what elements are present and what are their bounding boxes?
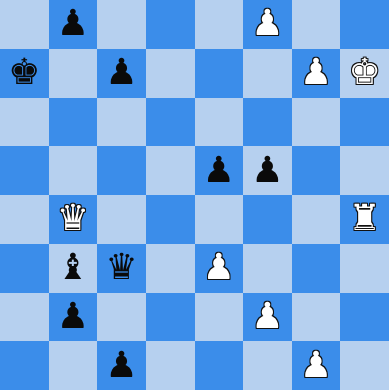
square-a7[interactable]: ♚ [0, 49, 49, 98]
square-g3[interactable] [292, 244, 341, 293]
square-c4[interactable] [97, 195, 146, 244]
square-c7[interactable]: ♟ [97, 49, 146, 98]
black-pawn-icon[interactable]: ♟ [203, 153, 235, 189]
square-b1[interactable] [49, 341, 98, 390]
square-d3[interactable] [146, 244, 195, 293]
white-queen-icon[interactable]: ♛ [57, 201, 89, 237]
square-a6[interactable] [0, 98, 49, 147]
square-d7[interactable] [146, 49, 195, 98]
square-g4[interactable] [292, 195, 341, 244]
square-c5[interactable] [97, 146, 146, 195]
white-pawn-icon[interactable]: ♟ [203, 250, 235, 286]
square-a8[interactable] [0, 0, 49, 49]
square-g6[interactable] [292, 98, 341, 147]
black-pawn-icon[interactable]: ♟ [57, 299, 89, 335]
square-c8[interactable] [97, 0, 146, 49]
square-c6[interactable] [97, 98, 146, 147]
square-e7[interactable] [195, 49, 244, 98]
square-b7[interactable] [49, 49, 98, 98]
square-e2[interactable] [195, 293, 244, 342]
square-f2[interactable]: ♟ [243, 293, 292, 342]
square-f6[interactable] [243, 98, 292, 147]
square-f7[interactable] [243, 49, 292, 98]
square-h1[interactable] [340, 341, 389, 390]
square-b8[interactable]: ♟ [49, 0, 98, 49]
square-a2[interactable] [0, 293, 49, 342]
square-h6[interactable] [340, 98, 389, 147]
square-h5[interactable] [340, 146, 389, 195]
square-b3[interactable]: ♝ [49, 244, 98, 293]
square-a1[interactable] [0, 341, 49, 390]
square-h2[interactable] [340, 293, 389, 342]
square-f8[interactable]: ♟ [243, 0, 292, 49]
square-h3[interactable] [340, 244, 389, 293]
square-d6[interactable] [146, 98, 195, 147]
white-rook-icon[interactable]: ♜ [349, 201, 381, 237]
square-g7[interactable]: ♟ [292, 49, 341, 98]
black-pawn-icon[interactable]: ♟ [251, 153, 283, 189]
square-c3[interactable]: ♛ [97, 244, 146, 293]
square-a4[interactable] [0, 195, 49, 244]
square-h4[interactable]: ♜ [340, 195, 389, 244]
square-d5[interactable] [146, 146, 195, 195]
square-g1[interactable]: ♟ [292, 341, 341, 390]
square-e3[interactable]: ♟ [195, 244, 244, 293]
square-f3[interactable] [243, 244, 292, 293]
square-f5[interactable]: ♟ [243, 146, 292, 195]
square-b5[interactable] [49, 146, 98, 195]
square-a5[interactable] [0, 146, 49, 195]
square-b6[interactable] [49, 98, 98, 147]
square-e4[interactable] [195, 195, 244, 244]
square-g8[interactable] [292, 0, 341, 49]
square-d4[interactable] [146, 195, 195, 244]
square-d1[interactable] [146, 341, 195, 390]
square-g5[interactable] [292, 146, 341, 195]
square-h7[interactable]: ♚ [340, 49, 389, 98]
square-a3[interactable] [0, 244, 49, 293]
white-pawn-icon[interactable]: ♟ [251, 299, 283, 335]
square-e5[interactable]: ♟ [195, 146, 244, 195]
square-e6[interactable] [195, 98, 244, 147]
black-pawn-icon[interactable]: ♟ [105, 348, 137, 384]
black-pawn-icon[interactable]: ♟ [105, 55, 137, 91]
square-c2[interactable] [97, 293, 146, 342]
white-pawn-icon[interactable]: ♟ [300, 348, 332, 384]
white-pawn-icon[interactable]: ♟ [300, 55, 332, 91]
square-e1[interactable] [195, 341, 244, 390]
square-c1[interactable]: ♟ [97, 341, 146, 390]
white-pawn-icon[interactable]: ♟ [251, 6, 283, 42]
square-b4[interactable]: ♛ [49, 195, 98, 244]
square-d8[interactable] [146, 0, 195, 49]
square-b2[interactable]: ♟ [49, 293, 98, 342]
square-d2[interactable] [146, 293, 195, 342]
white-king-icon[interactable]: ♚ [349, 55, 381, 91]
square-h8[interactable] [340, 0, 389, 49]
square-f4[interactable] [243, 195, 292, 244]
square-e8[interactable] [195, 0, 244, 49]
black-king-icon[interactable]: ♚ [8, 55, 40, 91]
square-g2[interactable] [292, 293, 341, 342]
black-pawn-icon[interactable]: ♟ [57, 6, 89, 42]
black-queen-icon[interactable]: ♛ [105, 250, 137, 286]
black-bishop-icon[interactable]: ♝ [57, 250, 89, 286]
square-f1[interactable] [243, 341, 292, 390]
